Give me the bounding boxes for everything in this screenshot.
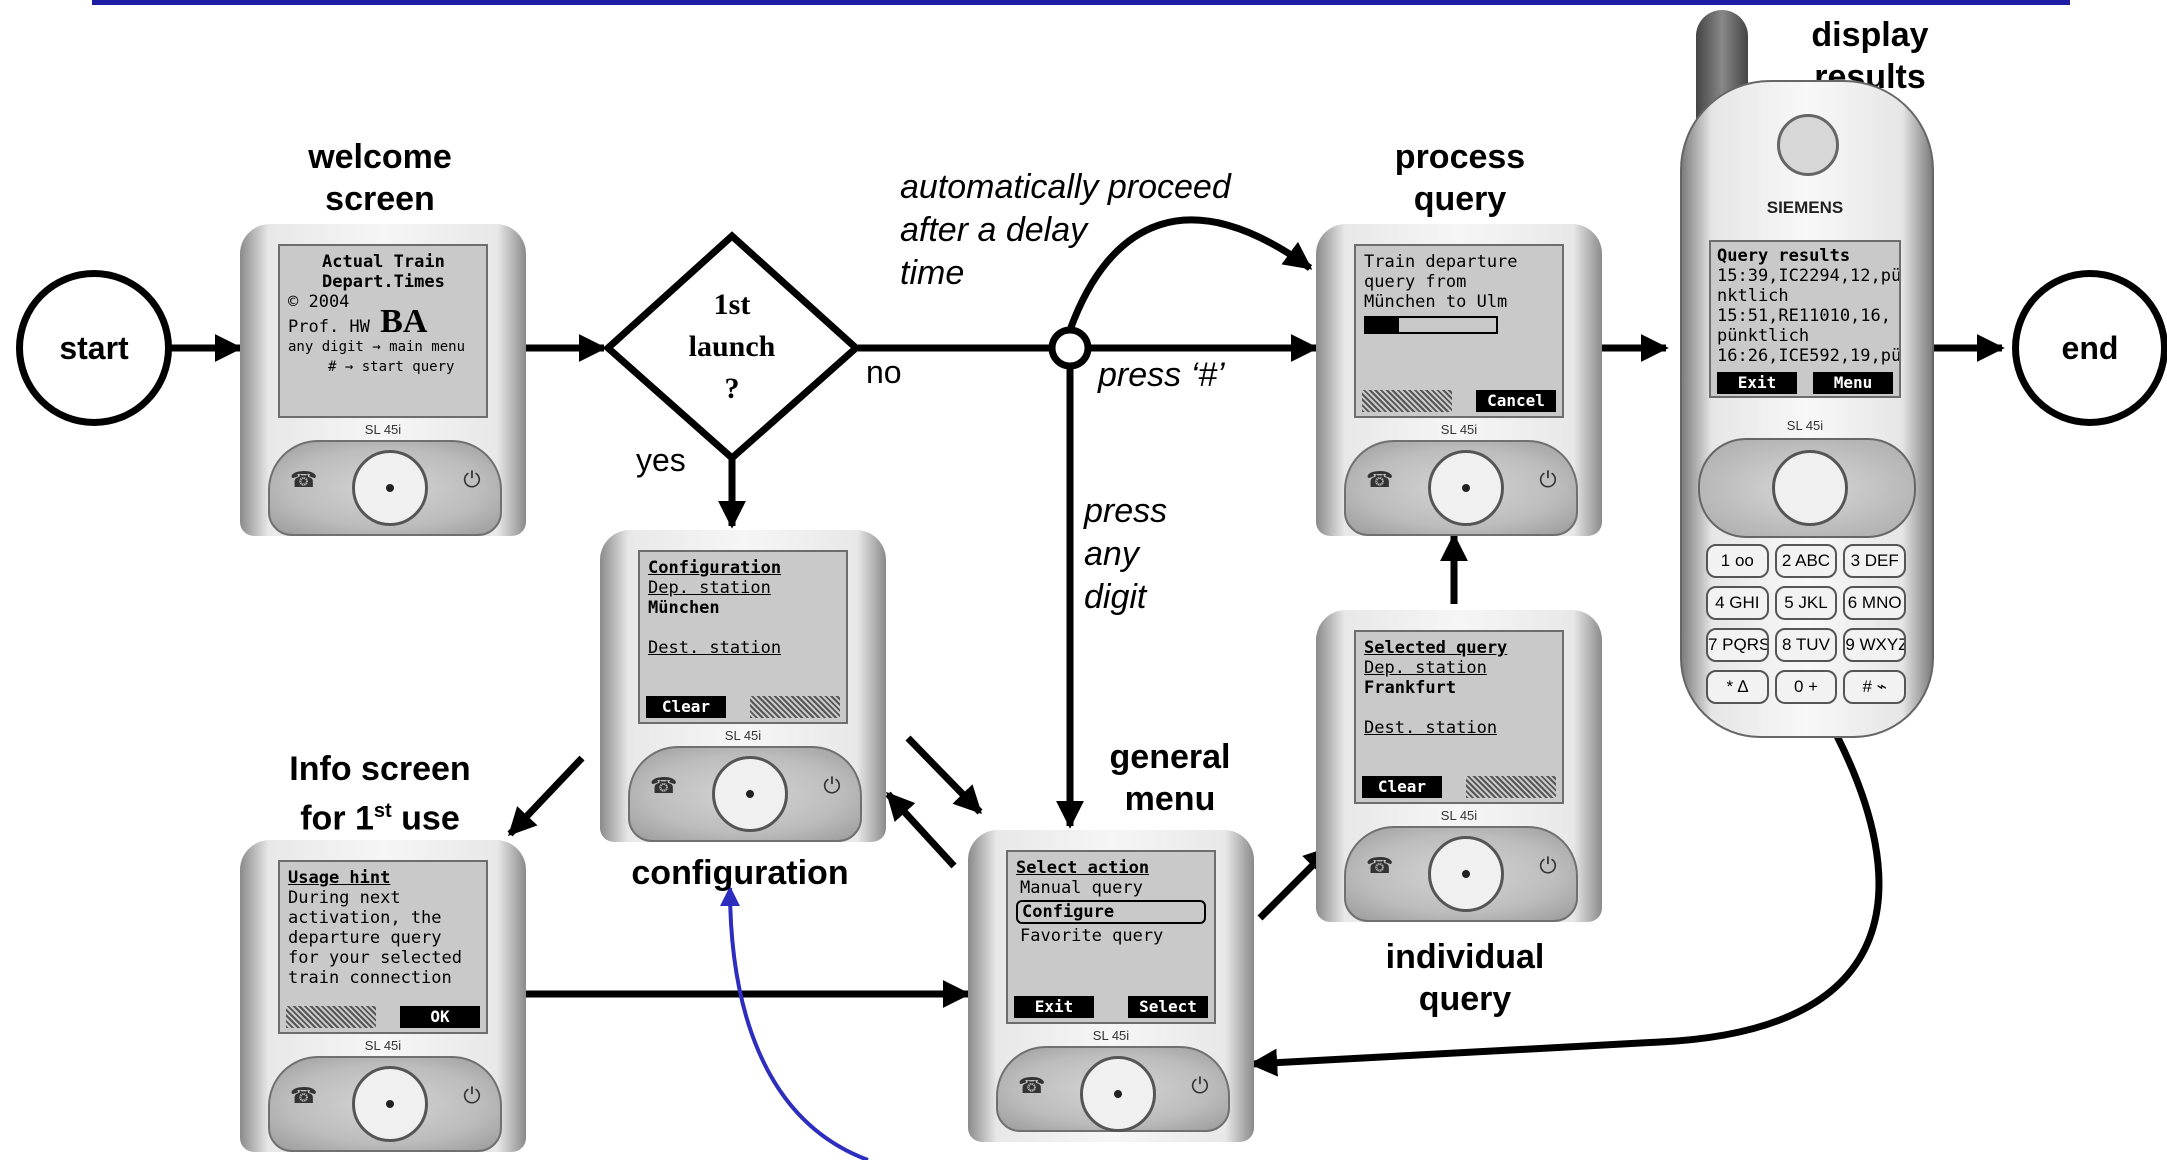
clear-softkey[interactable]: Clear <box>1362 776 1442 798</box>
label-press-hash: press ‘#’ <box>1098 356 1225 394</box>
welcome-screen: Actual Train Depart.Times © 2004 Prof. H… <box>278 244 488 418</box>
key-star[interactable]: * ∆ <box>1706 670 1769 704</box>
menu-screen: Select action Manual query Configure Fav… <box>1006 850 1216 1024</box>
arrow-config-info <box>507 755 585 837</box>
key-6[interactable]: 6 MNO <box>1843 586 1906 620</box>
exit-softkey[interactable]: Exit <box>1014 996 1094 1018</box>
progress-bar <box>1364 316 1498 334</box>
phone-results: SIEMENS Query results 15:39,IC2294,12,pü… <box>1680 10 1934 738</box>
end-node: end <box>2012 270 2167 426</box>
start-node: start <box>16 270 172 426</box>
usage-screen: Usage hint During next activation, the d… <box>278 860 488 1034</box>
siemens-brand: SIEMENS <box>1766 198 1844 217</box>
progress-fill <box>1366 318 1399 332</box>
select-softkey[interactable]: Select <box>1128 996 1208 1018</box>
junction-node <box>1048 326 1092 370</box>
phone-welcome: Actual Train Depart.Times © 2004 Prof. H… <box>240 224 526 536</box>
menu-item-favorite[interactable]: Favorite query <box>1020 926 1164 946</box>
results-screen: Query results 15:39,IC2294,12,pü nktlich… <box>1709 240 1901 398</box>
phone-process: Train departure query from München to Ul… <box>1316 224 1602 536</box>
label-configuration: configuration <box>631 854 849 892</box>
key-8[interactable]: 8 TUV <box>1774 628 1838 662</box>
clear-softkey[interactable]: Clear <box>646 696 726 718</box>
label-yes: yes <box>636 442 686 478</box>
selected-screen: Selected query Dep. station Frankfurt De… <box>1354 630 1564 804</box>
phone-individual: Selected query Dep. station Frankfurt De… <box>1316 610 1602 922</box>
decision-diamond <box>602 231 862 463</box>
process-screen: Train departure query from München to Ul… <box>1354 244 1564 418</box>
menu-item-configure[interactable]: Configure <box>1016 900 1206 924</box>
blue-link <box>720 886 869 1160</box>
phone-configuration: Configuration Dep. station München Dest.… <box>600 530 886 842</box>
ba-logo: BA <box>380 303 428 340</box>
key-3[interactable]: 3 DEF <box>1843 544 1906 578</box>
exit-softkey[interactable]: Exit <box>1717 372 1797 394</box>
phone-usage-hint: Usage hint During next activation, the d… <box>240 840 526 1152</box>
key-0[interactable]: 0 + <box>1774 670 1838 704</box>
cancel-softkey[interactable]: Cancel <box>1476 390 1556 412</box>
key-1[interactable]: 1 oo <box>1706 544 1769 578</box>
header-bar <box>92 0 2070 5</box>
menu-softkey[interactable]: Menu <box>1813 372 1893 394</box>
label-no: no <box>866 354 902 390</box>
arrow-auto-process <box>1066 216 1313 332</box>
config-screen: Configuration Dep. station München Dest.… <box>638 550 848 724</box>
arrow-menu-config <box>885 791 957 869</box>
keypad: 1 oo 2 ABC 3 DEF 4 GHI 5 JKL 6 MNO 7 PQR… <box>1706 544 1906 704</box>
menu-item-manual[interactable]: Manual query <box>1020 878 1143 898</box>
key-9[interactable]: 9 WXYZ <box>1843 628 1906 662</box>
key-5[interactable]: 5 JKL <box>1774 586 1838 620</box>
arrow-results-menu <box>1249 732 1883 1077</box>
key-7[interactable]: 7 PQRS <box>1706 628 1769 662</box>
key-hash[interactable]: # ⌁ <box>1843 670 1906 704</box>
arrow-config-menu <box>905 735 983 815</box>
key-2[interactable]: 2 ABC <box>1774 544 1838 578</box>
ok-softkey[interactable]: OK <box>400 1006 480 1028</box>
key-4[interactable]: 4 GHI <box>1706 586 1769 620</box>
phone-general-menu: Select action Manual query Configure Fav… <box>968 830 1254 1142</box>
